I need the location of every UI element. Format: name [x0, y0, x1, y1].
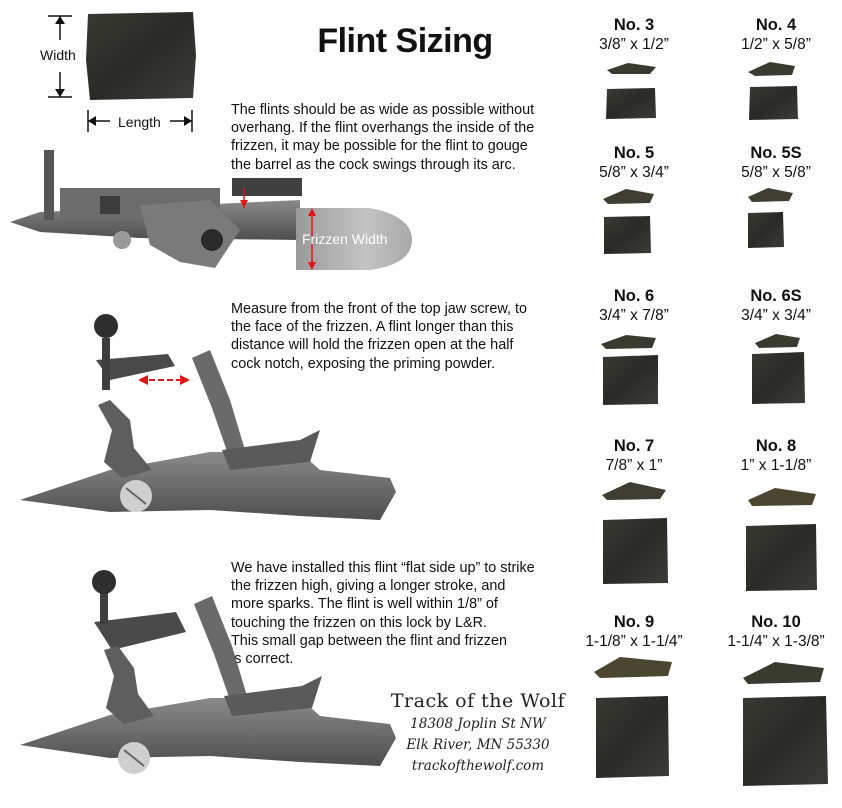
paragraph-flint-install: We have installed this flint “flat side … [231, 560, 535, 668]
company-name: Track of the Wolf [390, 690, 566, 712]
flint-card-no10: No. 10 1-1/4” x 1-3/8” [706, 612, 842, 652]
flint-number: No. 3 [613, 16, 655, 34]
paragraph-flint-length: Measure from the front of the top jaw sc… [231, 301, 527, 372]
flint-size: 5/8” x 3/4” [599, 164, 669, 181]
flint-size: 3/4” x 7/8” [599, 307, 669, 324]
flint-number: No. 10 [751, 613, 801, 631]
flint-photo-no4 [748, 62, 798, 120]
length-label: Length [118, 114, 161, 130]
company-street: 18308 Joplin St NW [410, 716, 546, 732]
flint-photo-no6s [752, 334, 805, 404]
width-label: Width [40, 47, 76, 63]
flint-card-no6: No. 6 3/4” x 7/8” [564, 286, 704, 326]
flint-size: 5/8” x 5/8” [741, 164, 811, 181]
flint-number: No. 5 [613, 144, 655, 162]
flint-number: No. 5S [750, 144, 802, 162]
flint-size: 1/2” x 5/8” [741, 36, 811, 53]
paragraph-flint-width: The flints should be as wide as possible… [231, 102, 535, 173]
flint-card-no4: No. 4 1/2” x 5/8” [706, 15, 842, 55]
flint-number: No. 4 [755, 16, 797, 34]
flint-card-no9: No. 9 1-1/8” x 1-1/4” [564, 612, 704, 652]
flint-photo-no9 [594, 657, 672, 778]
flint-size: 3/4” x 3/4” [741, 307, 811, 324]
flint-card-no5: No. 5 5/8” x 3/4” [564, 143, 704, 183]
flint-photo-no8 [746, 488, 817, 591]
flint-card-no3: No. 3 3/8” x 1/2” [564, 15, 704, 55]
flint-size: 7/8” x 1” [605, 457, 663, 474]
flint-number: No. 7 [613, 437, 655, 455]
flint-card-no6s: No. 6S 3/4” x 3/4” [706, 286, 842, 326]
page-title: Flint Sizing [317, 22, 493, 60]
flint-number: No. 6 [613, 287, 655, 305]
flint-number: No. 6S [750, 287, 802, 305]
flint-photo-no5s [748, 188, 793, 248]
company-address-block: Track of the Wolf 18308 Joplin St NW Elk… [378, 688, 578, 777]
flint-size: 3/8” x 1/2” [599, 36, 669, 53]
flint-number: No. 8 [755, 437, 797, 455]
flint-card-no8: No. 8 1” x 1-1/8” [706, 436, 842, 476]
flint-photo-no6 [601, 335, 658, 405]
frizzen-width-label: Frizzen Width [302, 231, 388, 247]
flint-size: 1-1/4” x 1-3/8” [727, 633, 825, 650]
flint-size: 1” x 1-1/8” [740, 457, 812, 474]
flint-photo-no7 [602, 482, 668, 584]
flint-number: No. 9 [613, 613, 655, 631]
flint-photo-no10 [743, 662, 828, 786]
flint-card-no7: No. 7 7/8” x 1” [564, 436, 704, 476]
flint-photo-no3 [606, 63, 656, 119]
flint-size: 1-1/8” x 1-1/4” [585, 633, 683, 650]
company-website-link[interactable]: trackofthewolf.com [411, 758, 545, 774]
company-city: Elk River, MN 55330 [406, 737, 550, 753]
flint-photo-no5 [603, 189, 654, 254]
flint-card-no5s: No. 5S 5/8” x 5/8” [706, 143, 842, 183]
